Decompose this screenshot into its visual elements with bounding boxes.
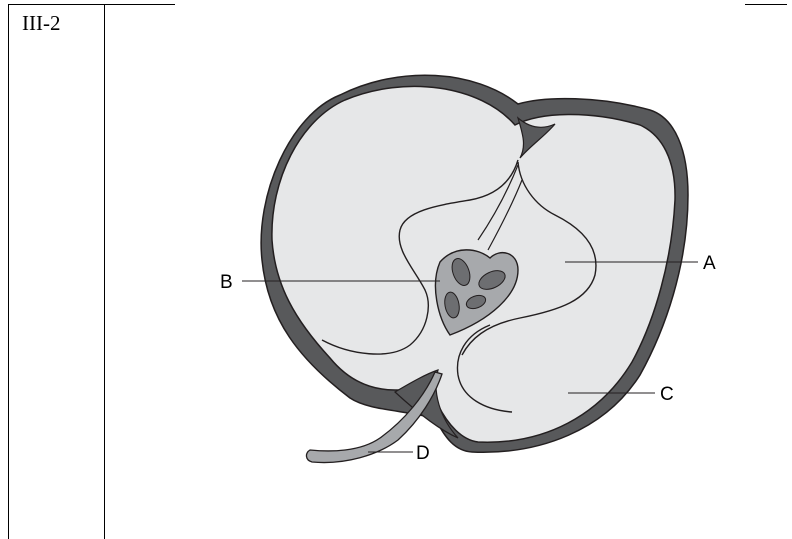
label-b: B [220,272,233,293]
label-c: C [660,384,674,405]
label-d: D [416,443,430,464]
label-a: A [703,253,716,274]
